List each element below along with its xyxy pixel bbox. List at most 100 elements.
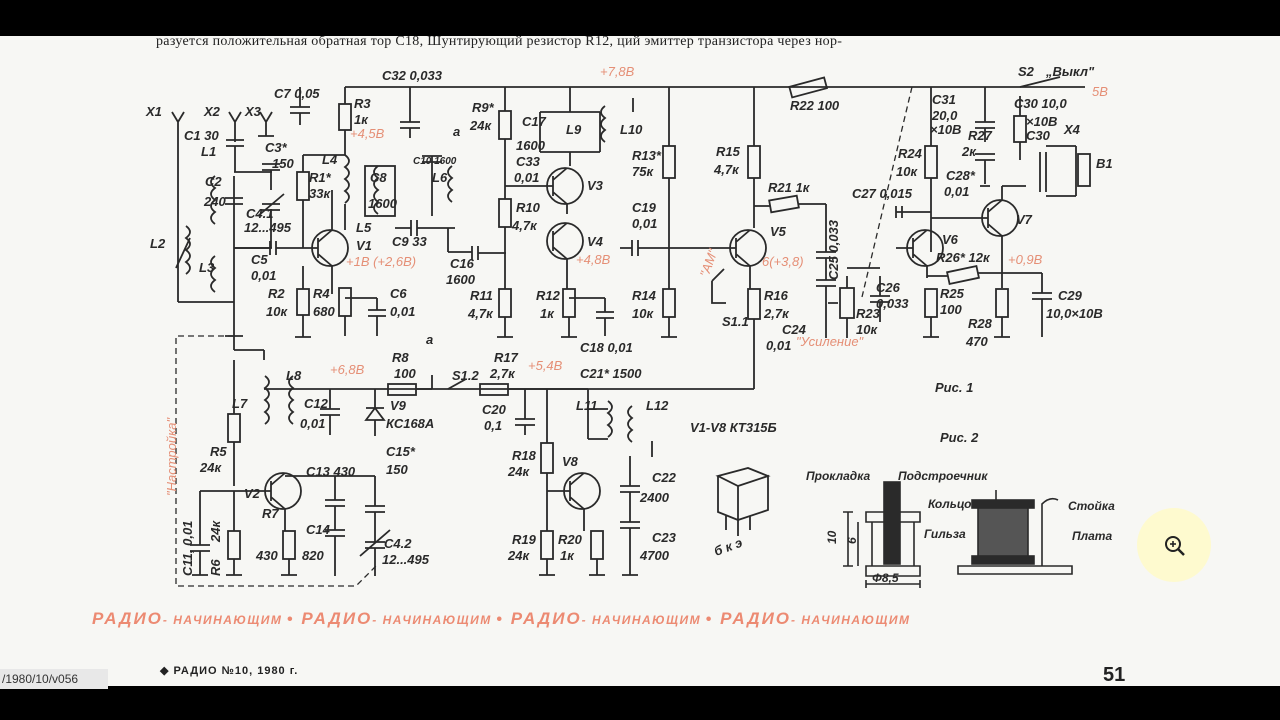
label-a-top: a	[453, 124, 460, 139]
label-c6: C6	[390, 286, 407, 301]
label-l2: L2	[150, 236, 166, 251]
label-r28-value: 470	[965, 334, 988, 349]
label-c42-value: 12...495	[382, 552, 430, 567]
label-r15: R15	[716, 144, 741, 159]
label-a-bottom: a	[426, 332, 433, 347]
label-r7-value: 430	[255, 548, 278, 563]
label-v9-value: КС168А	[386, 416, 434, 431]
figure-2-caption: Рис. 2	[940, 430, 979, 445]
label-c9: C9 33	[392, 234, 427, 249]
label-c23-value: 4700	[639, 548, 670, 563]
label-r3-value: 1к	[354, 112, 369, 127]
label-c21: C21* 1500	[580, 366, 642, 381]
label-usilenie: "Усиление"	[796, 334, 865, 349]
label-r6: R6	[208, 559, 223, 576]
label-r18: R18	[512, 448, 537, 463]
label-l11: L11	[576, 398, 597, 413]
label-r20-value: 1к	[560, 548, 575, 563]
label-c31-value: 20,0	[931, 108, 958, 123]
label-r1: R1*	[309, 170, 332, 185]
label-podstroechnik: Подстроечник	[898, 469, 988, 483]
label-c17: C17	[522, 114, 547, 129]
voltage-7-8: +7,8В	[600, 64, 635, 79]
label-c6-value: 0,01	[390, 304, 415, 319]
label-c15-value: 150	[386, 462, 408, 477]
label-c20-value: 0,1	[484, 418, 502, 433]
label-c31: C31	[932, 92, 956, 107]
label-r9: R9*	[472, 100, 495, 115]
label-r15-value: 4,7к	[713, 162, 740, 177]
label-r11: R11	[470, 288, 493, 303]
label-r23: R23	[856, 306, 881, 321]
label-c14: C14	[306, 522, 331, 537]
label-c10: C10 1600	[413, 156, 457, 167]
label-l5: L5	[356, 220, 372, 235]
label-l7: L7	[232, 396, 248, 411]
label-r25-value: 100	[940, 302, 962, 317]
zoom-button[interactable]	[1137, 508, 1211, 582]
label-c3: C3*	[265, 140, 288, 155]
label-c5: C5	[251, 252, 268, 267]
label-r5: R5	[210, 444, 227, 459]
label-plata: Плата	[1072, 529, 1112, 543]
label-r9-value: 24к	[469, 118, 492, 133]
label-c1: C1 30	[184, 128, 219, 143]
label-c31-voltage: ×10В	[930, 122, 961, 137]
label-c42: C4.2	[384, 536, 412, 551]
label-c29-value: 10,0×10В	[1046, 306, 1103, 321]
label-r14: R14	[632, 288, 657, 303]
label-c13: C13 430	[306, 464, 356, 479]
label-nastroika: "Настройка"	[164, 417, 179, 496]
header-text: разуется положительная обратная тор C18,…	[156, 36, 843, 49]
label-c27: C27 0,015	[852, 186, 913, 201]
voltage-6-8: +6,8В	[330, 362, 365, 377]
zoom-in-icon	[1165, 536, 1185, 556]
label-s11: S1.1	[722, 314, 749, 329]
label-l10: L10	[620, 122, 643, 137]
label-r27: R27	[968, 128, 993, 143]
label-r20: R20	[558, 532, 583, 547]
label-c8-value: 1600	[368, 196, 398, 211]
voltage-4-5: +4,5В	[350, 126, 385, 141]
label-r19-value: 24к	[507, 548, 530, 563]
label-c2: C2	[205, 174, 222, 189]
label-r2-value: 10к	[266, 304, 288, 319]
page-number: 51	[1103, 664, 1126, 686]
label-v1: V1	[356, 238, 372, 253]
label-c12-value: 0,01	[300, 416, 325, 431]
label-r16-value: 2,7к	[763, 306, 790, 321]
label-c25: C25 0,033	[826, 219, 841, 280]
label-r25: R25	[940, 286, 965, 301]
label-c11: C11, 0,01	[180, 521, 195, 576]
label-r17: R17	[494, 350, 519, 365]
label-r16: R16	[764, 288, 789, 303]
voltage-4-8: +4,8В	[576, 252, 611, 267]
figure-1-caption: Рис. 1	[935, 380, 973, 395]
label-c28-value: 0,01	[944, 184, 969, 199]
label-r13: R13*	[632, 148, 662, 163]
label-c22: C22	[652, 470, 677, 485]
label-c18: C18 0,01	[580, 340, 633, 355]
label-r21: R21 1к	[768, 180, 811, 195]
label-r3: R3	[354, 96, 371, 111]
label-s12: S1.2	[452, 368, 480, 383]
label-c28: C28*	[946, 168, 976, 183]
label-l9: L9	[566, 122, 582, 137]
label-r14-value: 10к	[632, 306, 654, 321]
journal-footer: ◆ РАДИО №10, 1980 г.	[160, 665, 299, 677]
label-c33-value: 0,01	[514, 170, 539, 185]
label-c30-ref: C30	[1026, 128, 1051, 143]
label-r24-value: 10к	[896, 164, 918, 179]
circuit-schematic: X1 X2 X3 C1 30 L1 C2 240 C3* 150 C4.1 12…	[145, 64, 1115, 588]
label-r10: R10	[516, 200, 541, 215]
label-c14-value: 820	[302, 548, 324, 563]
label-c23: C23	[652, 530, 677, 545]
voltage-5-4: +5,4В	[528, 358, 563, 373]
label-l12: L12	[646, 398, 669, 413]
label-v2: V2	[244, 486, 261, 501]
label-c7: C7 0,05	[274, 86, 320, 101]
label-koltso: Кольцо	[928, 497, 971, 511]
label-c41: C4.1	[246, 206, 273, 221]
label-x3: X3	[244, 104, 262, 119]
label-l3: L3	[199, 260, 215, 275]
